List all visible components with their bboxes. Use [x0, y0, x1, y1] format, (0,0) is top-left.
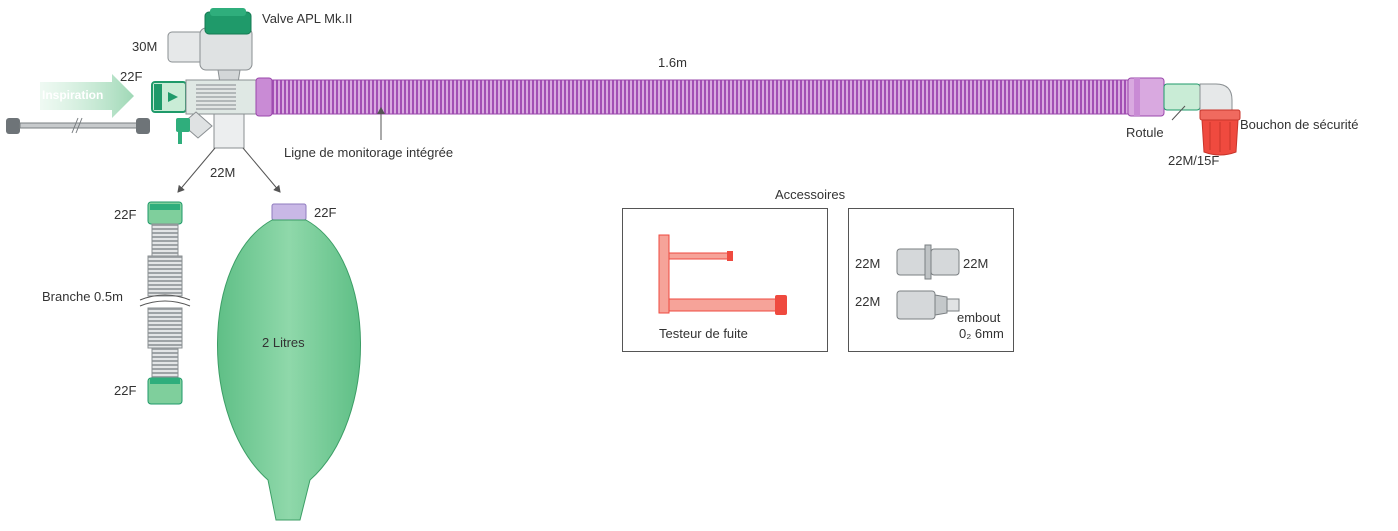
inspiration-arrow-icon — [40, 74, 134, 118]
leader-lines — [177, 105, 1186, 193]
rotule-label: Rotule — [1126, 125, 1164, 140]
bag-volume-label: 2 Litres — [262, 335, 305, 350]
port-30m-label: 30M — [132, 39, 158, 54]
embout-label: embout — [957, 310, 1001, 325]
safety-cap-icon — [1199, 109, 1241, 156]
reservoir-bag-icon — [217, 203, 361, 521]
adapters-icon — [896, 244, 960, 320]
t-piece-icon — [176, 111, 245, 149]
valve-apl-icon — [167, 8, 253, 97]
inlet-22f-connector-icon — [151, 79, 257, 115]
tube-length-label: 1.6m — [658, 55, 687, 70]
gas-line-icon — [6, 117, 150, 134]
bag-22f-label: 22F — [314, 205, 337, 220]
adapter-22m-left-label: 22M — [855, 256, 881, 271]
monitoring-line-label: Ligne de monitorage intégrée — [284, 145, 454, 160]
leak-tester-icon — [658, 234, 787, 315]
leak-tester-label: Testeur de fuite — [659, 326, 748, 341]
branch-tube-icon — [139, 201, 191, 405]
accessories-title: Accessoires — [775, 187, 846, 202]
split-22m-label: 22M — [210, 165, 236, 180]
safety-cap-label: Bouchon de sécurité — [1240, 117, 1359, 132]
branch-22f-bottom-label: 22F — [114, 383, 137, 398]
leak-tester-box: Testeur de fuite — [622, 208, 828, 352]
adapter-22m-right-label: 22M — [963, 256, 989, 271]
corrugated-tube-icon — [255, 77, 1165, 117]
embout-size-label: 0₂ 6mm — [959, 326, 1004, 341]
o2-adapter-22m-label: 22M — [855, 294, 881, 309]
branch-22f-top-label: 22F — [114, 207, 137, 222]
branch-label: Branche 0.5m — [42, 289, 123, 304]
valve-label: Valve APL Mk.II — [262, 11, 353, 26]
port-22m-15f-label: 22M/15F — [1168, 153, 1220, 168]
inspiration-label: Inspiration — [42, 88, 104, 102]
adapters-box: 22M 22M 22M embout 0₂ 6mm — [848, 208, 1014, 352]
port-22f-label: 22F — [120, 69, 143, 84]
